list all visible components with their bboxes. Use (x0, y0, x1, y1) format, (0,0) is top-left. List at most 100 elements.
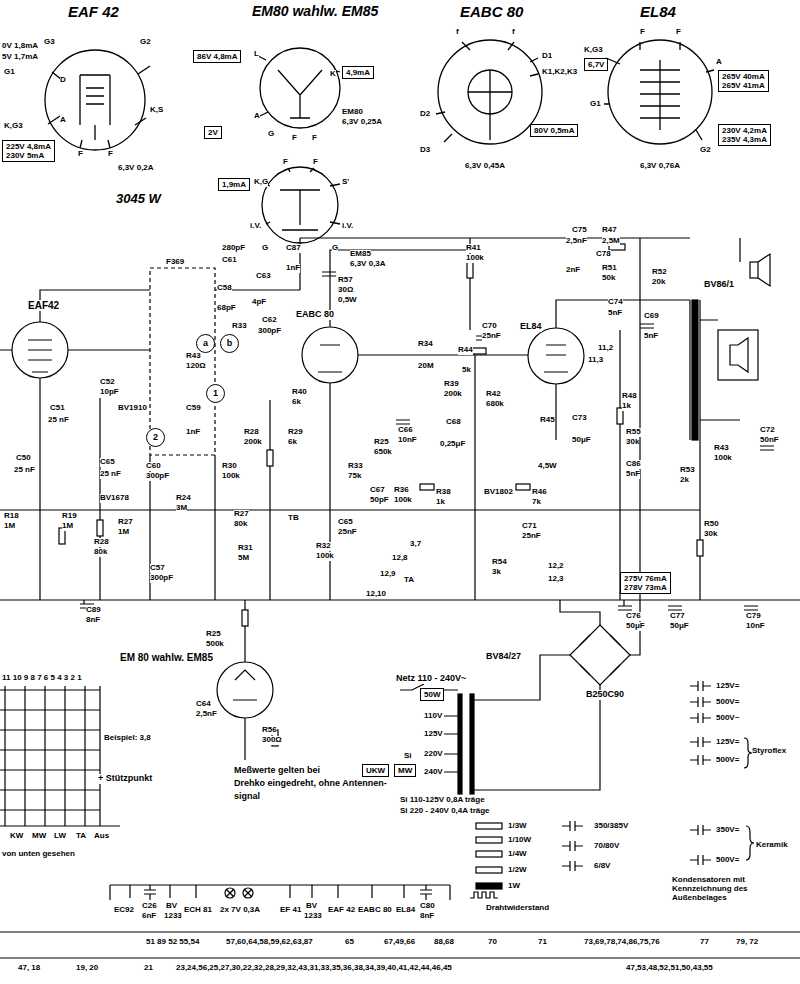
part-label: 5nF (626, 470, 640, 479)
part-label: R18 (4, 512, 19, 521)
tube-pinouts (45, 40, 714, 243)
node-text: 1,9mA (222, 180, 246, 189)
part-label: R50 (704, 520, 719, 529)
part-label: F (78, 150, 83, 159)
part-label: 300pF (146, 472, 169, 481)
wire-line (580, 635, 620, 675)
main-schematic (0, 238, 800, 958)
part-label: R41 (466, 244, 481, 253)
part-label: Si 110-125V 0,8A träge (400, 796, 485, 805)
part-label: 67,49,66 (384, 938, 415, 947)
part-label: C77 (670, 612, 685, 621)
part-label: 125V (424, 730, 443, 739)
part-label: 2x 7V 0,3A (220, 906, 260, 915)
part-label: 110V (424, 712, 442, 721)
part-label: G (262, 244, 268, 253)
wire-line (758, 254, 770, 286)
part-label: R28 (94, 538, 109, 547)
node-text: 275V 76mA (624, 574, 667, 583)
part-label: 70/80V (594, 842, 619, 851)
part-label: R42 (486, 390, 501, 399)
part-label: 47, 18 (18, 964, 40, 973)
part-label: F (312, 134, 317, 143)
part-label: + Stützpunkt (98, 774, 152, 784)
part-label: 7k (532, 498, 541, 507)
part-label: 1/10W (508, 836, 531, 845)
part-label: EABC 80 (296, 310, 334, 320)
part-label: signal (234, 792, 260, 802)
node-text: 2 (153, 432, 158, 442)
part-label: Keramik (756, 841, 788, 850)
node-text: 80V 0,5mA (534, 126, 574, 135)
part-label: R19 (62, 512, 77, 521)
part-label: R24 (176, 494, 191, 503)
part-label: G3 (44, 38, 55, 47)
value-box: UKW (362, 764, 389, 777)
wire-line (80, 272, 774, 610)
tube-envelope (528, 328, 584, 384)
part-label: 4pF (252, 298, 266, 307)
part-label: TA (76, 832, 86, 841)
part-label: 6,3V 0,2A (118, 164, 154, 173)
wire-line (730, 338, 748, 372)
part-label: 50nF (760, 436, 779, 445)
part-label: C64 (196, 700, 211, 709)
part-label: F (283, 158, 288, 167)
part-label: B250C90 (586, 690, 624, 700)
part-label: 12,2 (548, 562, 564, 571)
part-label: R52 (652, 268, 667, 277)
part-label: EC92 (114, 906, 134, 915)
circled-marker: a (196, 334, 215, 353)
value-box: 265V 40mA265V 41mA (718, 70, 769, 92)
part-label: C52 (100, 378, 115, 387)
part-label: 0,5W (338, 296, 357, 305)
part-label: 240V (424, 768, 443, 777)
value-box: 230V 4,2mA235V 4,3mA (718, 124, 771, 146)
part-label: R43 (714, 444, 729, 453)
component-symbol (267, 450, 273, 466)
part-label: 300pF (150, 574, 173, 583)
part-label: R25 (374, 438, 389, 447)
wire-line (226, 889, 252, 897)
part-label: Beispiel: 3,8 (104, 734, 151, 743)
wire-line (48, 66, 150, 148)
part-label: EM85 (350, 250, 371, 259)
part-label: 6,3V 0,76A (640, 162, 680, 171)
part-label: 0,25μF (440, 440, 465, 449)
wire-line (0, 686, 120, 826)
part-label: 12,8 (392, 554, 408, 563)
part-label: 300pF (258, 327, 281, 336)
part-label: 200k (444, 390, 462, 399)
part-label: 70 (488, 938, 497, 947)
part-label: 5nF (608, 309, 622, 318)
part-label: C59 (186, 404, 201, 413)
part-label: R56 (262, 726, 277, 735)
part-label: 280pF (222, 244, 245, 253)
value-box: 275V 76mA278V 73mA (620, 572, 671, 594)
part-label: EF 41 (280, 906, 301, 915)
part-label: LW (54, 832, 66, 841)
value-box: 6,7V (584, 58, 608, 71)
part-label: 8nF (420, 912, 434, 921)
part-label: A (716, 58, 722, 67)
wire-line (0, 238, 800, 760)
part-label: R57 (338, 276, 353, 285)
part-label: Si (404, 752, 412, 761)
part-label: F369 (166, 258, 184, 267)
component-symbol (420, 484, 434, 490)
part-label: K,G3 (4, 122, 23, 131)
part-label: C66 (398, 426, 413, 435)
part-label: R44 (458, 346, 473, 355)
value-box: 2V (204, 126, 222, 139)
part-label: R28 (244, 428, 259, 437)
part-label: C75 (572, 226, 587, 235)
part-label: C65 (338, 518, 353, 527)
part-label: C73 (572, 414, 587, 423)
part-label: 1/4W (508, 850, 527, 859)
part-label: C57 (150, 564, 165, 573)
part-label: 11 10 9 8 7 6 5 4 3 2 1 (2, 674, 82, 683)
part-label: C69 (644, 312, 659, 321)
part-label: 220V (424, 750, 443, 759)
part-label: 77 (700, 938, 709, 947)
component-symbol (242, 610, 248, 626)
